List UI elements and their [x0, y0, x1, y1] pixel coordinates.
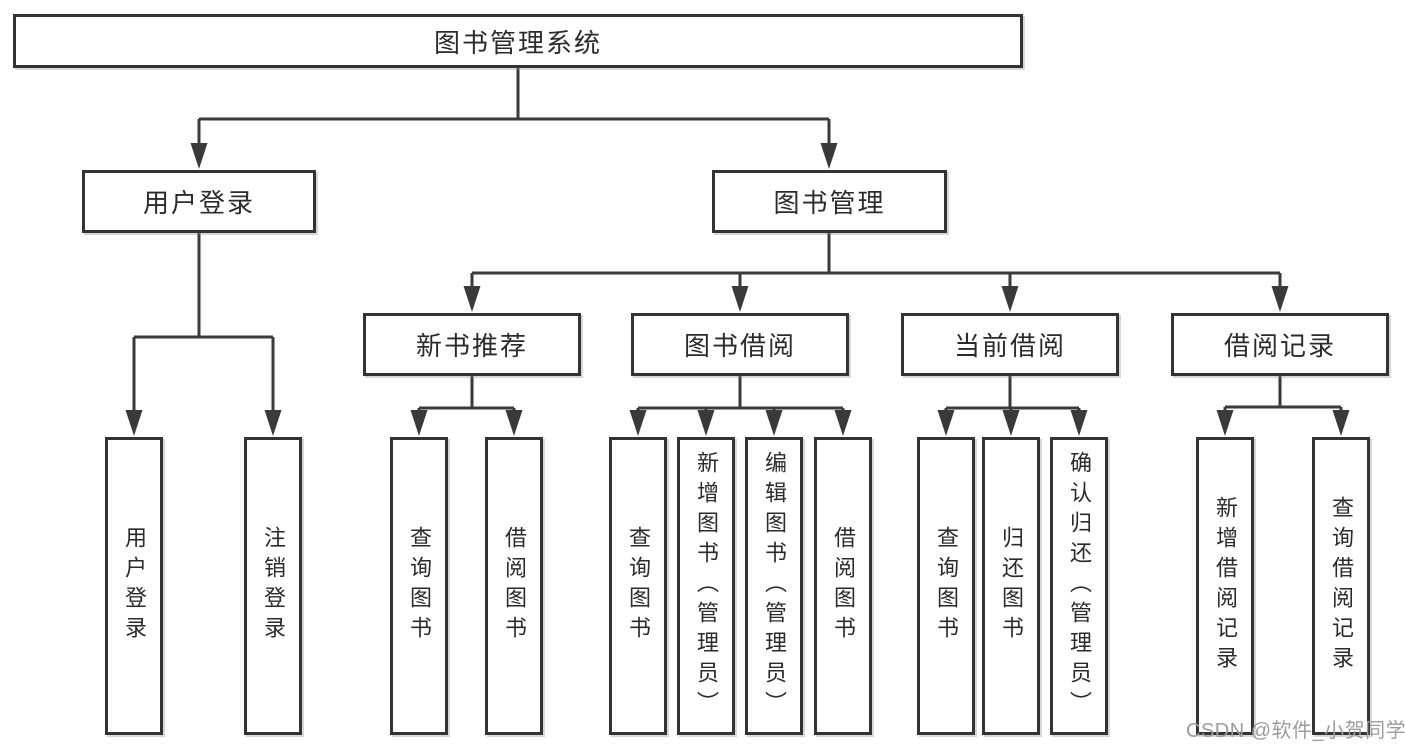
- leaf-borrow-books: 借阅图书: [814, 437, 872, 735]
- node-new-book-recommend: 新书推荐: [363, 313, 581, 376]
- leaf-label: 确认归还（管理员）: [1067, 451, 1092, 721]
- leaf-add-borrow-record: 新增借阅记录: [1196, 437, 1254, 735]
- node-current-borrow: 当前借阅: [901, 313, 1119, 376]
- node-book-borrow: 图书借阅: [631, 313, 849, 376]
- connector-book-management: [463, 233, 1289, 312]
- leaf-label: 查询图书: [407, 526, 432, 646]
- leaf-label: 新增图书（管理员）: [694, 451, 719, 721]
- leaf-add-book-admin: 新增图书（管理员）: [677, 437, 735, 735]
- leaf-edit-book-admin: 编辑图书（管理员）: [745, 437, 803, 735]
- leaf-label: 注销登录: [261, 526, 286, 646]
- leaf-logout: 注销登录: [244, 437, 302, 735]
- connector-book-borrow: [629, 375, 852, 436]
- leaf-label: 编辑图书（管理员）: [762, 451, 787, 721]
- leaf-user-login: 用户登录: [105, 437, 163, 735]
- leaf-query-books-borrow: 查询图书: [609, 437, 667, 735]
- csdn-watermark: CSDN @软件_小贺同学: [1186, 720, 1405, 742]
- leaf-return-book: 归还图书: [982, 437, 1040, 735]
- connector-borrow-records: [1216, 375, 1350, 436]
- connector-current-borrow: [937, 375, 1088, 436]
- leaf-label: 查询借阅记录: [1329, 496, 1354, 676]
- leaf-query-books-current: 查询图书: [917, 437, 975, 735]
- leaf-label: 查询图书: [626, 526, 651, 646]
- leaf-confirm-return-admin: 确认归还（管理员）: [1050, 437, 1108, 735]
- leaf-label: 用户登录: [122, 526, 147, 646]
- leaf-query-borrow-record: 查询借阅记录: [1312, 437, 1370, 735]
- connector-new-book-recommend: [410, 375, 523, 436]
- node-book-management: 图书管理: [712, 170, 947, 233]
- leaf-label: 借阅图书: [502, 526, 527, 646]
- node-borrow-records: 借阅记录: [1171, 313, 1389, 376]
- connector-user-login: [125, 233, 282, 436]
- leaf-query-books-recommend: 查询图书: [390, 437, 448, 735]
- leaf-label: 借阅图书: [831, 526, 856, 646]
- node-user-login: 用户登录: [82, 170, 316, 233]
- node-root: 图书管理系统: [13, 14, 1023, 68]
- leaf-label: 归还图书: [999, 526, 1024, 646]
- connector-root: [190, 68, 838, 169]
- leaf-borrow-books-recommend: 借阅图书: [485, 437, 543, 735]
- leaf-label: 新增借阅记录: [1213, 496, 1238, 676]
- leaf-label: 查询图书: [934, 526, 959, 646]
